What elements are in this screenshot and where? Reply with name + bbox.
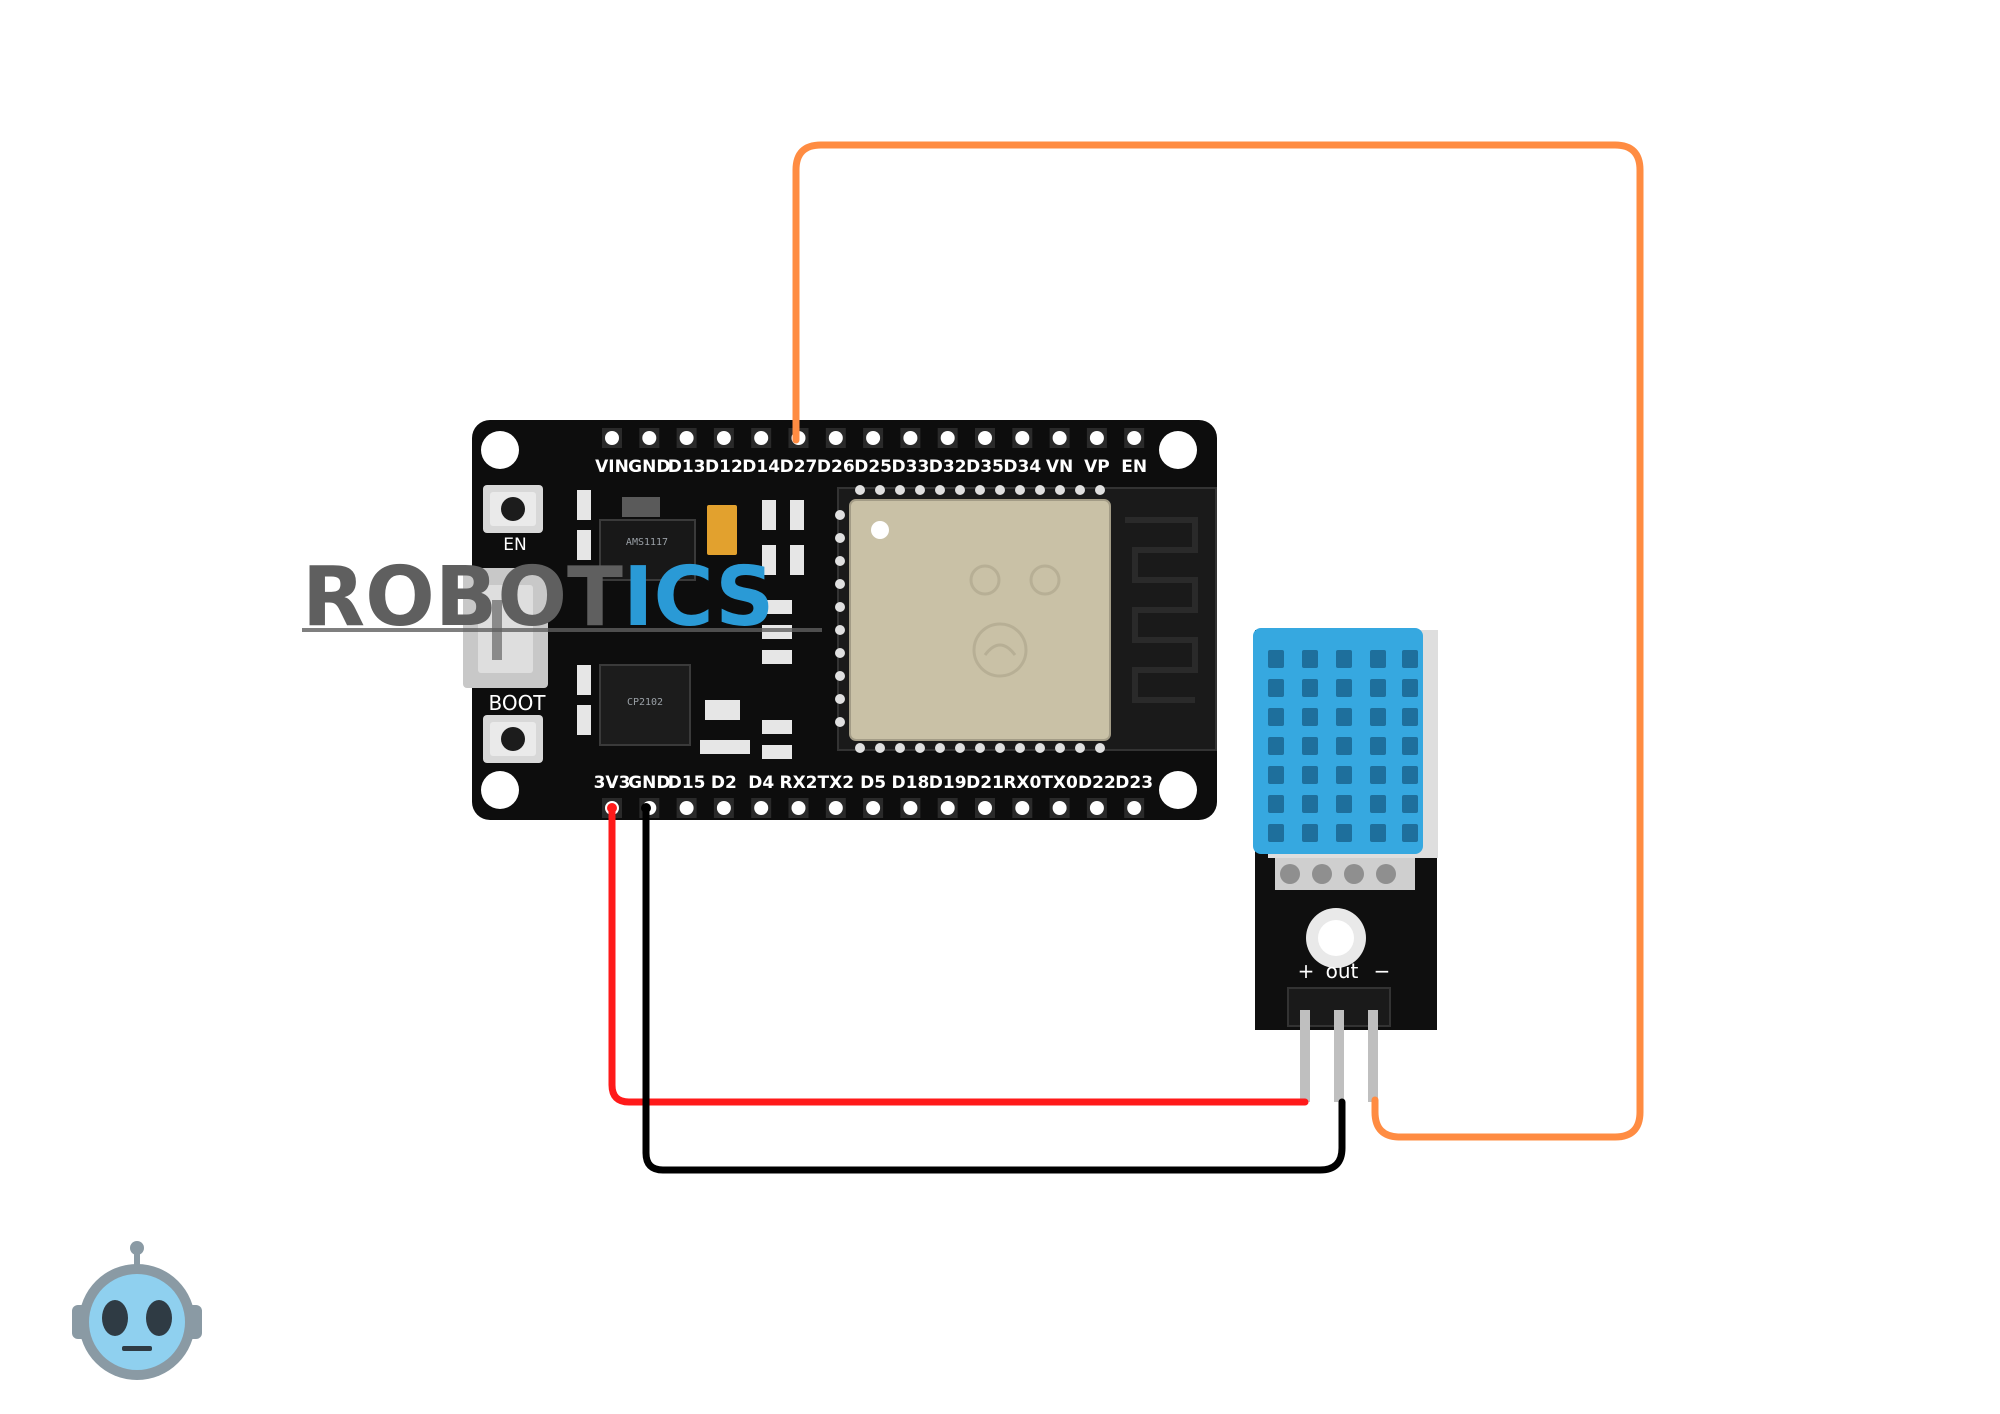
pin-hole xyxy=(791,801,806,815)
bottom-pin-label-rx0: RX0 xyxy=(1003,773,1041,793)
bottom-pin-label-tx2: TX2 xyxy=(818,773,855,793)
capacitor xyxy=(707,505,737,555)
top-pin-label-d32: D32 xyxy=(929,457,967,477)
wires xyxy=(607,141,1644,1174)
pin-hole xyxy=(940,431,955,445)
en-button[interactable]: EN xyxy=(483,485,543,555)
top-pin-label-d35: D35 xyxy=(966,457,1004,477)
top-pin-label-en: EN xyxy=(1121,457,1147,477)
top-pin-label-d27: D27 xyxy=(780,457,818,477)
pin-hole xyxy=(940,801,955,815)
ground-wire xyxy=(642,804,1346,1174)
top-pin-label-vn: VN xyxy=(1046,457,1073,477)
module-logo xyxy=(969,564,1061,678)
bottom-pin-headers xyxy=(602,798,1145,818)
bottom-pin-label-d2: D2 xyxy=(711,773,737,793)
top-pin-label-d14: D14 xyxy=(742,457,780,477)
top-pin-label-d25: D25 xyxy=(854,457,892,477)
robotics-watermark: ROBOTICS xyxy=(302,550,822,645)
pin-hole xyxy=(1089,431,1104,445)
pin-hole xyxy=(866,801,881,815)
top-pin-label-gnd: GND xyxy=(628,457,670,477)
pin-hole xyxy=(679,801,694,815)
out-label: out xyxy=(1326,959,1359,983)
en-button-label: EN xyxy=(503,535,526,555)
pin-hole xyxy=(978,431,992,445)
signal-wire xyxy=(792,141,1644,1141)
bottom-pin-label-d15: D15 xyxy=(668,773,706,793)
pin-hole xyxy=(1015,801,1030,815)
pin-hole xyxy=(642,431,657,445)
pin-hole xyxy=(903,801,918,815)
pin-hole xyxy=(1127,431,1142,445)
pin-hole xyxy=(754,801,769,815)
pin-plus xyxy=(1300,1010,1310,1102)
pin-hole xyxy=(1052,801,1067,815)
top-pin-label-d34: D34 xyxy=(1003,457,1041,477)
robot-logo-icon xyxy=(72,1241,202,1380)
pin-hole xyxy=(903,431,918,445)
top-pin-label-vp: VP xyxy=(1084,457,1110,477)
pin-hole xyxy=(716,431,731,445)
pin-hole xyxy=(679,431,694,445)
boot-button[interactable]: BOOT xyxy=(483,691,546,763)
pin-hole xyxy=(978,801,992,815)
top-pin-headers xyxy=(602,428,1145,448)
mounting-hole xyxy=(1159,771,1197,809)
boot-button-label: BOOT xyxy=(488,691,546,715)
pin-hole xyxy=(828,431,843,445)
pin-hole xyxy=(1127,801,1142,815)
bottom-pin-label-d18: D18 xyxy=(892,773,930,793)
top-pin-label-d13: D13 xyxy=(668,457,706,477)
usb-uart-chip: CP2102 xyxy=(599,664,691,746)
top-pin-label-vin: VIN xyxy=(595,457,629,477)
pin-minus xyxy=(1368,1010,1378,1102)
bottom-pin-label-gnd: GND xyxy=(628,773,670,793)
mounting-hole xyxy=(481,431,519,469)
bottom-pin-label-d19: D19 xyxy=(929,773,967,793)
plus-label: + xyxy=(1298,959,1315,983)
bottom-pin-label-tx0: TX0 xyxy=(1041,773,1078,793)
pin-hole xyxy=(716,801,731,815)
bottom-pin-label-3v3: 3V3 xyxy=(594,773,631,793)
pin-hole xyxy=(1089,801,1104,815)
bottom-pin-label-rx2: RX2 xyxy=(779,773,817,793)
bottom-pin-label-d22: D22 xyxy=(1078,773,1116,793)
pin-hole xyxy=(605,431,619,445)
module-dot xyxy=(871,521,889,539)
power-wire xyxy=(608,804,1309,1106)
top-pin-label-d12: D12 xyxy=(705,457,743,477)
dht11-sensor-module: + out − xyxy=(1253,628,1438,1102)
bottom-pin-label-d23: D23 xyxy=(1115,773,1153,793)
pin-hole xyxy=(866,431,881,445)
rf-shield xyxy=(849,499,1111,741)
pin-hole xyxy=(828,801,843,815)
sensor-grille xyxy=(1268,650,1418,842)
esp-wroom-module xyxy=(835,485,1217,753)
usb-chip-text: CP2102 xyxy=(627,697,663,708)
voltage-regulator: AMS1117 xyxy=(599,497,696,581)
minus-label: − xyxy=(1374,959,1391,983)
top-pin-label-d26: D26 xyxy=(817,457,855,477)
bottom-pin-label-d4: D4 xyxy=(748,773,774,793)
sensor-pins xyxy=(1300,1010,1378,1102)
sensor-solder-pads xyxy=(1275,858,1415,890)
top-pin-label-d33: D33 xyxy=(892,457,930,477)
mounting-hole xyxy=(481,771,519,809)
bottom-pin-label-d21: D21 xyxy=(966,773,1004,793)
pin-hole xyxy=(1015,431,1030,445)
pin-out xyxy=(1334,1010,1344,1102)
pin-hole xyxy=(1052,431,1067,445)
regulator-text: AMS1117 xyxy=(626,537,668,548)
pin-hole xyxy=(754,431,769,445)
mounting-hole xyxy=(1159,431,1197,469)
bottom-pin-label-d5: D5 xyxy=(860,773,886,793)
